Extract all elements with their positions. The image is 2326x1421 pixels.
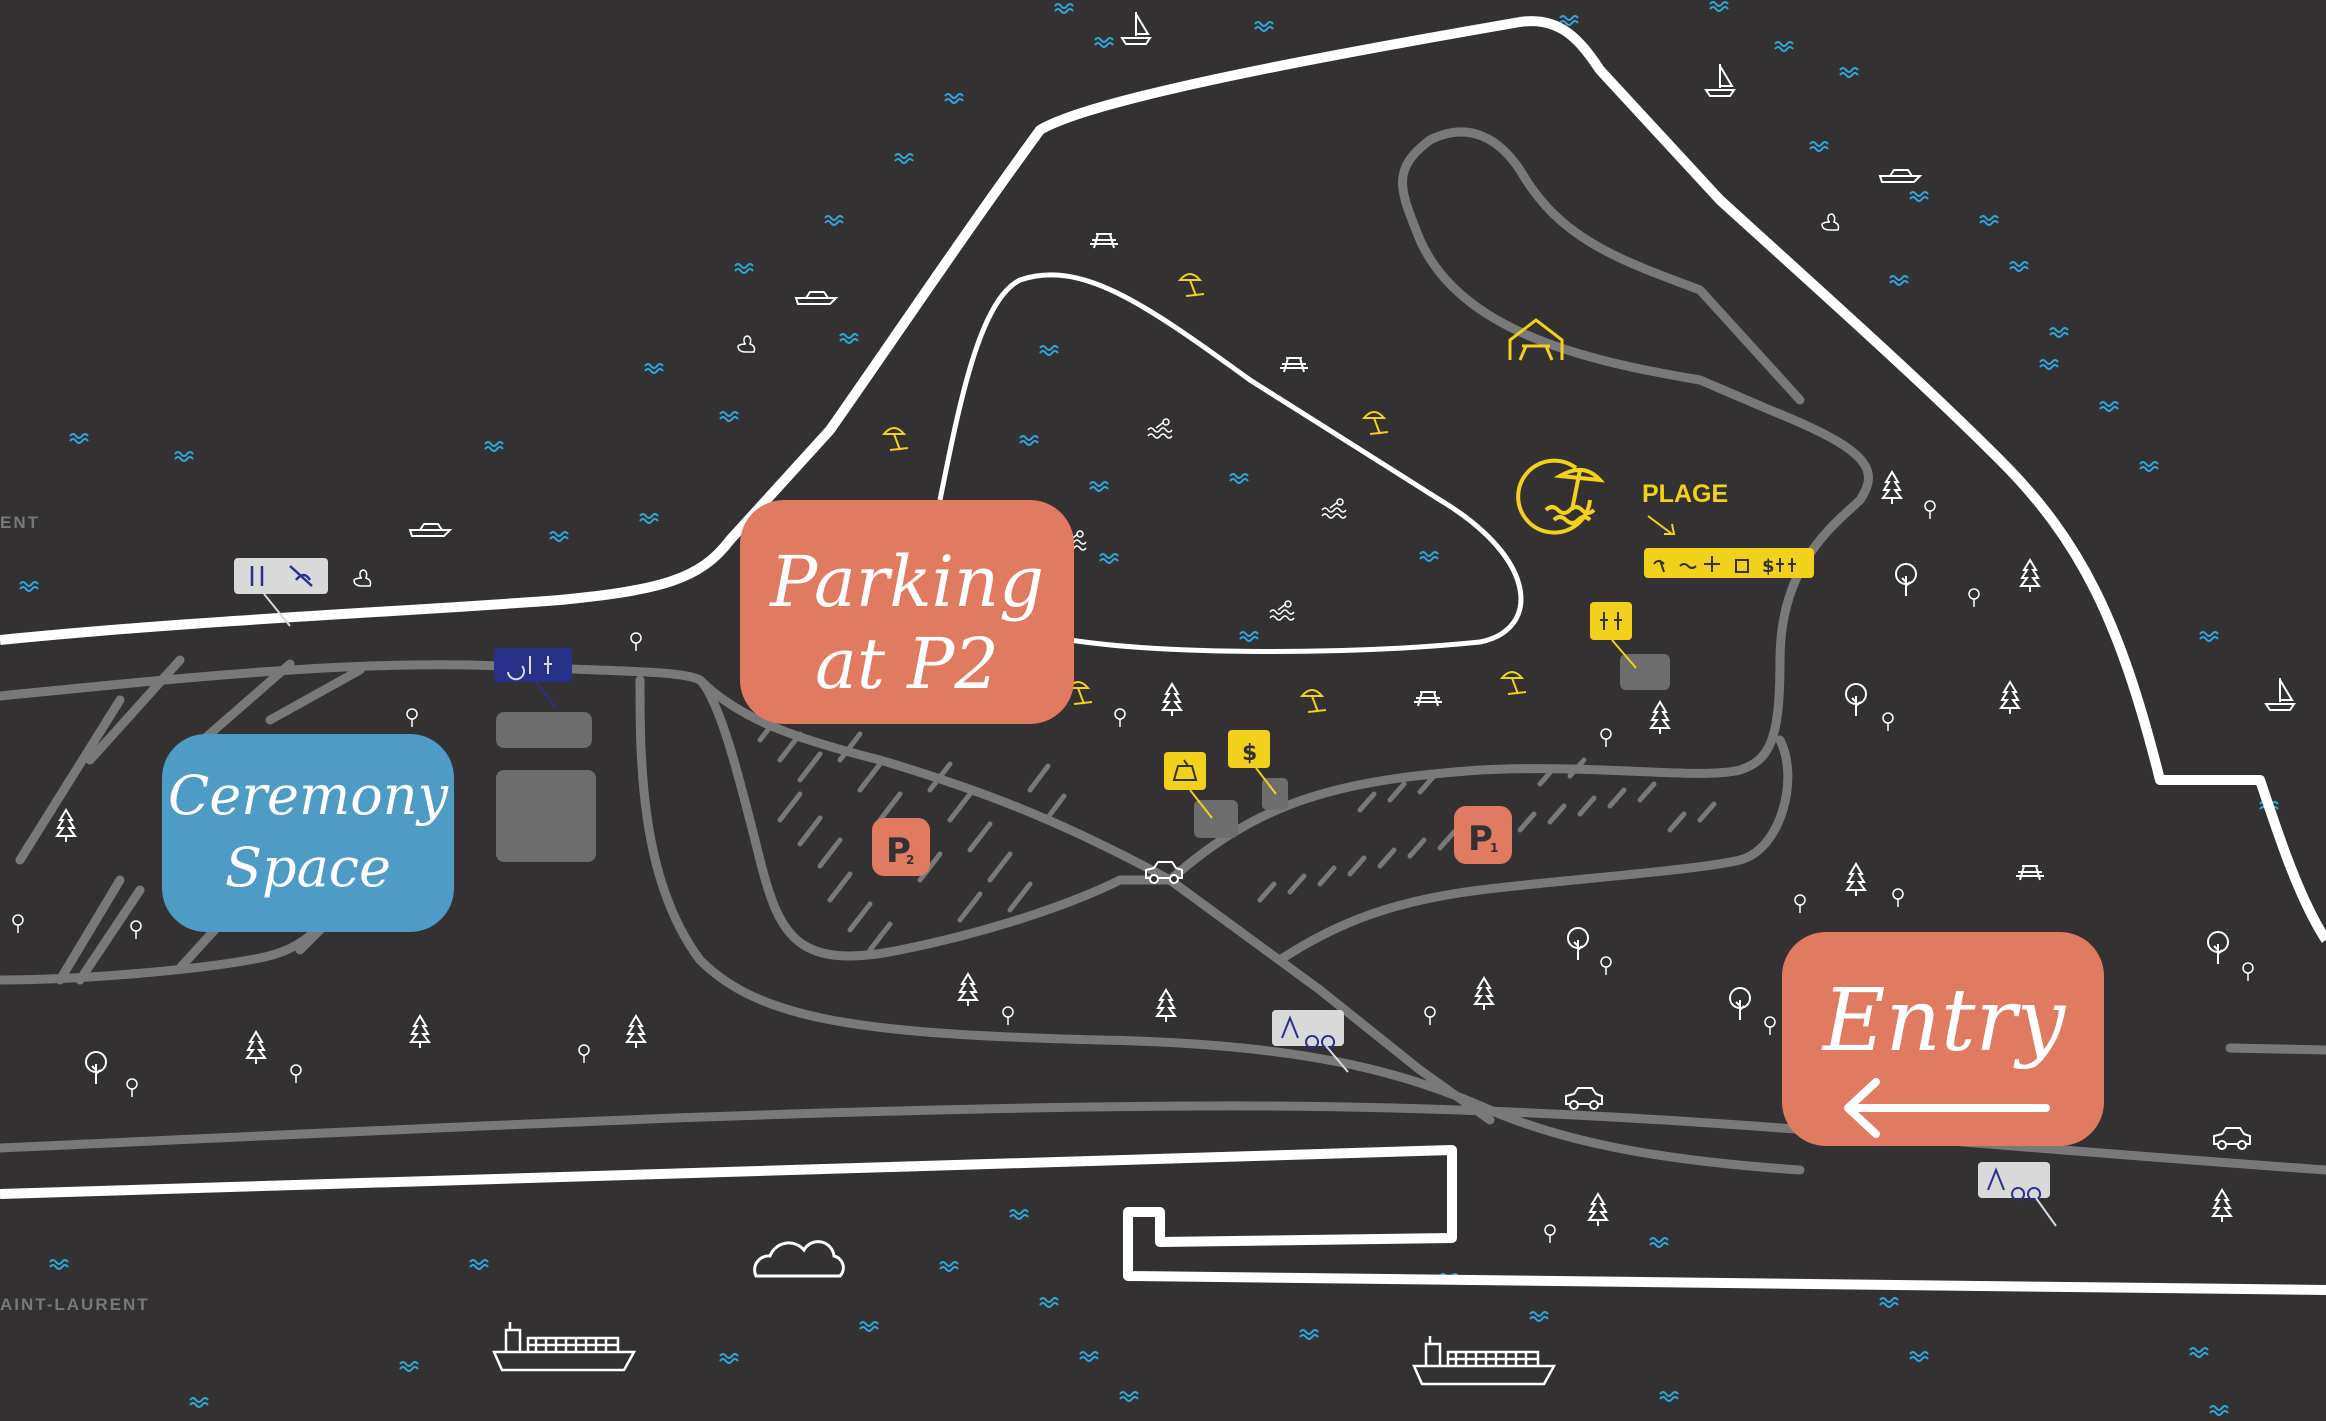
parking-p1-letter: P: [1468, 819, 1493, 859]
coastline-south: [0, 1145, 2326, 1295]
parking-p2-letter: P: [886, 831, 911, 871]
ceremony-callout-line2: Space: [225, 836, 391, 899]
parking-callout-line1: Parking: [768, 541, 1044, 623]
plage-pointer: [1647, 515, 1676, 535]
ceremony-callout-line1: Ceremony: [168, 764, 450, 827]
parking-at-p2-callout[interactable]: Parking at P2: [740, 500, 1074, 724]
left-edge-label-top: ENT: [0, 513, 40, 532]
parking-callout-line2: at P2: [815, 623, 999, 705]
parking-p1-number: 1: [1490, 841, 1498, 855]
payment-poi[interactable]: $: [1228, 730, 1277, 795]
left-edge-label-bottom: AINT-LAURENT: [0, 1295, 150, 1314]
inner-loop-trail: [937, 272, 1524, 655]
payment-poi-dollar: $: [1242, 741, 1257, 766]
entry-callout[interactable]: Entry: [1782, 932, 2104, 1146]
ceremony-space-callout[interactable]: Ceremony Space: [162, 734, 454, 932]
beach-icon: [1516, 458, 1605, 535]
entry-callout-label: Entry: [1821, 971, 2067, 1071]
cloud-icon: [753, 1240, 845, 1278]
parking-p2-badge[interactable]: P 2: [872, 818, 930, 876]
bike-trail-sign[interactable]: [1272, 1010, 1349, 1073]
plage-label: PLAGE: [1642, 480, 1728, 508]
parking-p1-badge[interactable]: P 1: [1454, 806, 1512, 864]
lookout-sign[interactable]: [234, 558, 328, 627]
arrow-left-icon: [1844, 1078, 2050, 1138]
parking-lot-p1-area: [1257, 757, 1717, 903]
accessibility-restroom-sign[interactable]: [494, 648, 572, 709]
bike-trail-sign-2[interactable]: [1978, 1162, 2057, 1227]
parking-p2-number: 2: [906, 853, 914, 867]
beach-services-dollar: $: [1762, 556, 1775, 577]
restroom-poi[interactable]: [1590, 602, 1637, 669]
shelter-icon: [1508, 318, 1564, 361]
snack-bar-poi[interactable]: [1164, 752, 1213, 819]
beach-services-badge[interactable]: $: [1644, 548, 1814, 578]
coastline: [0, 16, 2326, 943]
